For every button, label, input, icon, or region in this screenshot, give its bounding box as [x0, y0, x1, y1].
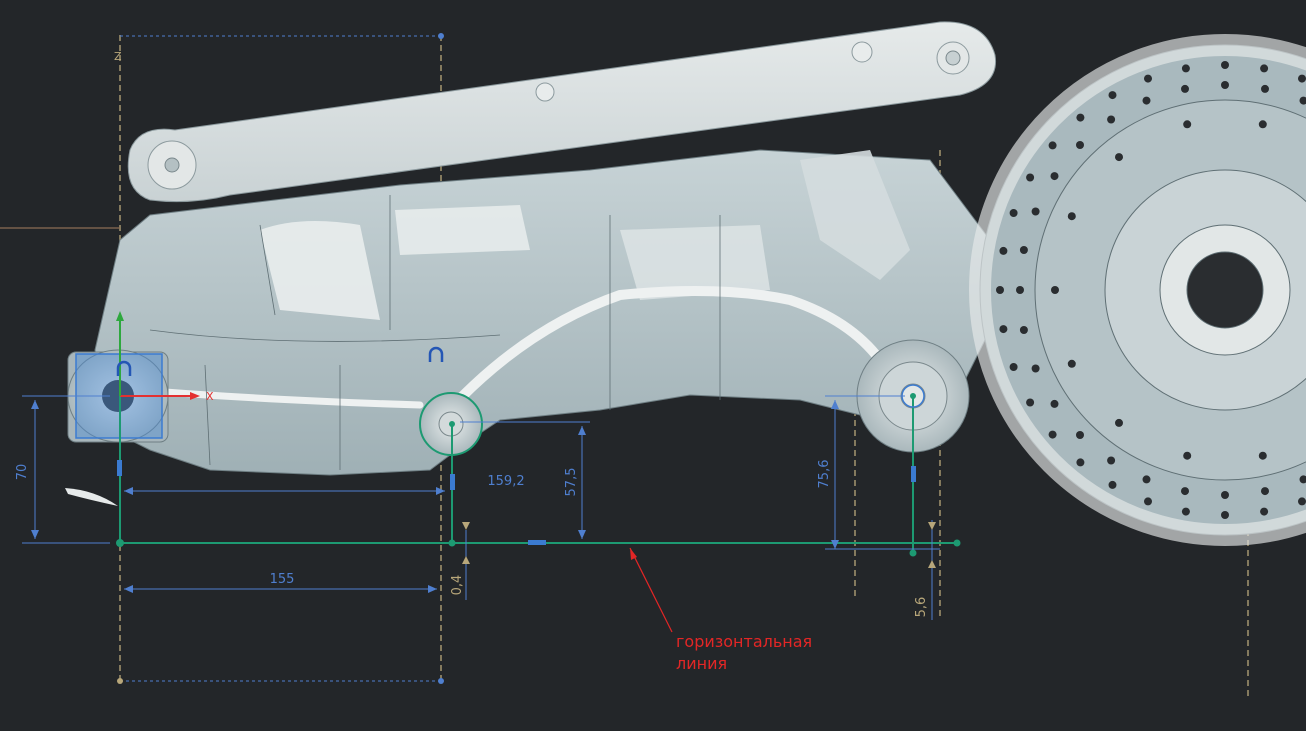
- disc-hole: [1026, 173, 1035, 182]
- axis-z-label: Z: [114, 50, 122, 63]
- disc-hole: [1076, 431, 1084, 439]
- disc-hole: [1298, 74, 1306, 83]
- disc-hole: [1107, 456, 1116, 465]
- disc-hole: [1019, 246, 1028, 254]
- disc-hole: [1261, 487, 1269, 496]
- link-bolt: [851, 41, 873, 63]
- dimension-5-6[interactable]: 5,6: [914, 597, 929, 618]
- disc-hole: [1076, 113, 1085, 122]
- dimension-arrows: [31, 400, 839, 593]
- sketch-points: [116, 393, 961, 557]
- disc-hole: [1048, 141, 1057, 150]
- disc-hole: [1221, 81, 1229, 89]
- horseshoe-icon: [428, 346, 444, 362]
- scan-patch: [620, 225, 770, 300]
- brake-disc[interactable]: [969, 34, 1306, 546]
- disc-hole: [1299, 475, 1306, 484]
- disc-hole: [1009, 363, 1018, 371]
- disc-hole: [999, 246, 1008, 255]
- disc-hole: [1051, 286, 1059, 294]
- disc-hole: [1221, 511, 1229, 519]
- constraint-marker: [117, 460, 122, 476]
- scan-fragment: [65, 488, 118, 506]
- disc-hole: [1142, 475, 1151, 484]
- swingarm-rib: [435, 286, 885, 425]
- middle-pivot-sketch-circle: [419, 392, 483, 456]
- disc-hole: [1221, 491, 1229, 499]
- disc-hole: [1107, 115, 1116, 124]
- disc-hole: [1026, 398, 1035, 407]
- disc-hole: [1258, 120, 1267, 129]
- disc-hole: [1183, 120, 1192, 129]
- disc-hole: [1031, 207, 1040, 216]
- dimension-70[interactable]: 70: [15, 464, 30, 481]
- upper-link-arm: [127, 21, 997, 203]
- scan-patch: [800, 150, 910, 280]
- disc-hole: [1009, 209, 1018, 217]
- disc-hole: [1076, 141, 1084, 149]
- disc-hole: [1115, 153, 1123, 162]
- disc-hole: [1067, 212, 1076, 221]
- disc-hole: [1108, 480, 1117, 489]
- disc-hole: [1221, 61, 1229, 69]
- disc-hole: [1048, 430, 1057, 439]
- disc-hole: [1142, 96, 1151, 105]
- disc-hole: [1144, 74, 1152, 83]
- constraint-marker: [450, 474, 455, 490]
- link-bolt: [535, 82, 555, 102]
- dimension-lines: [22, 395, 940, 620]
- constraint-marker: [911, 466, 916, 482]
- disc-hole: [1181, 84, 1189, 93]
- annotation-callout: горизонтальная линия: [629, 547, 812, 673]
- constraint-marker: [528, 540, 546, 545]
- disc-hole: [1298, 497, 1306, 506]
- extent-point: [438, 678, 444, 684]
- disc-hole: [1181, 487, 1189, 496]
- disc-hole: [999, 325, 1008, 334]
- disc-hole: [1050, 399, 1059, 408]
- disc-hole: [1031, 364, 1040, 373]
- dimension-0-4[interactable]: 0,4: [450, 575, 465, 596]
- scan-patch: [260, 221, 380, 320]
- disc-hole: [1181, 64, 1190, 73]
- extent-point: [438, 33, 444, 39]
- dimension-57-5[interactable]: 57,5: [564, 468, 579, 497]
- coordinate-triad: X Z: [114, 50, 214, 403]
- disc-hole: [1019, 326, 1028, 334]
- disc-hole: [1108, 91, 1117, 100]
- annotation-line2: линия: [676, 654, 727, 673]
- disc-hole: [1067, 359, 1076, 368]
- scan-patch: [395, 205, 530, 255]
- dimension-75-6[interactable]: 75,6: [817, 460, 832, 489]
- disc-hole: [1050, 172, 1059, 181]
- small-dim-arrows: [462, 522, 936, 568]
- disc-hole: [1260, 507, 1269, 516]
- axis-x-label: X: [206, 390, 214, 403]
- disc-hole: [1183, 451, 1192, 460]
- disc-hole: [996, 286, 1004, 294]
- disc-hole: [1260, 64, 1269, 73]
- disc-hole: [1016, 286, 1024, 294]
- annotation-line1: горизонтальная: [676, 632, 812, 651]
- disc-hole: [1299, 96, 1306, 105]
- dimension-155[interactable]: 155: [270, 572, 295, 587]
- disc-hole: [1144, 497, 1152, 506]
- dimension-159-2[interactable]: 159,2: [487, 474, 524, 489]
- panel-seams: [149, 195, 721, 470]
- disc-hole: [1076, 458, 1085, 467]
- disc-hole: [1115, 418, 1123, 427]
- disc-hole: [1181, 507, 1190, 516]
- swingarm-model[interactable]: [65, 21, 1306, 546]
- extent-point: [117, 678, 123, 684]
- disc-hole: [1258, 451, 1267, 460]
- disc-hole: [1261, 84, 1269, 93]
- horseshoe-icon: [116, 360, 132, 376]
